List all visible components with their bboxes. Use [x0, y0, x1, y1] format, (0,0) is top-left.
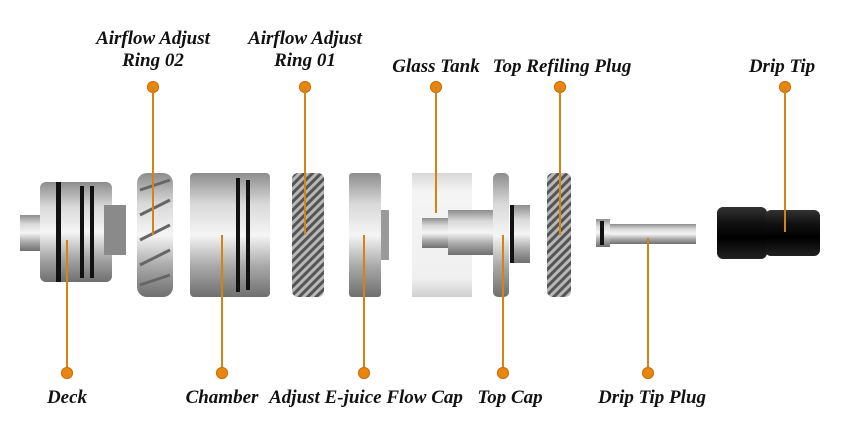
drip-tip-plug-part — [596, 219, 696, 247]
label-drip-tip-plug: Drip Tip Plug — [597, 387, 707, 408]
deck-part — [20, 182, 126, 282]
label-line-2: Ring 02 — [122, 50, 184, 71]
label-line-2: Ring 01 — [274, 50, 336, 71]
leader-line — [152, 87, 154, 235]
drip-tip-part — [717, 207, 820, 259]
flow-cap-part — [349, 173, 389, 297]
top-cap-part — [493, 173, 530, 297]
top-refiling-plug-part — [547, 173, 571, 297]
label-line-1: Airflow Adjust — [96, 28, 210, 49]
leader-line — [435, 87, 437, 213]
label-airflow-adjust-ring-02: Airflow Adjust Ring 02 — [96, 28, 210, 72]
leader-line — [221, 235, 223, 373]
label-top-cap: Top Cap — [477, 387, 543, 408]
label-drip-tip: Drip Tip — [748, 56, 816, 77]
label-deck: Deck — [46, 387, 88, 408]
leader-line — [66, 240, 68, 373]
leader-line — [502, 235, 504, 373]
callout-dot — [642, 367, 654, 379]
leader-line — [784, 87, 786, 232]
callout-dot — [497, 367, 509, 379]
label-adjust-e-juice-flow-cap: Adjust E-juice Flow Cap — [269, 387, 463, 408]
label-chamber: Chamber — [185, 387, 259, 408]
leader-line — [363, 235, 365, 373]
leader-line — [559, 87, 561, 235]
label-airflow-adjust-ring-01: Airflow Adjust Ring 01 — [248, 28, 362, 72]
label-top-refiling-plug: Top Refiling Plug — [492, 56, 632, 77]
callout-dot — [216, 367, 228, 379]
leader-line — [304, 87, 306, 235]
label-glass-tank: Glass Tank — [392, 56, 480, 77]
callout-dot — [358, 367, 370, 379]
airflow-ring-01-part — [292, 173, 324, 297]
glass-tank-part — [412, 173, 493, 297]
leader-line — [647, 238, 649, 373]
label-line-1: Airflow Adjust — [248, 28, 362, 49]
airflow-ring-02-part — [137, 173, 173, 297]
chamber-part — [190, 173, 270, 297]
callout-dot — [61, 367, 73, 379]
